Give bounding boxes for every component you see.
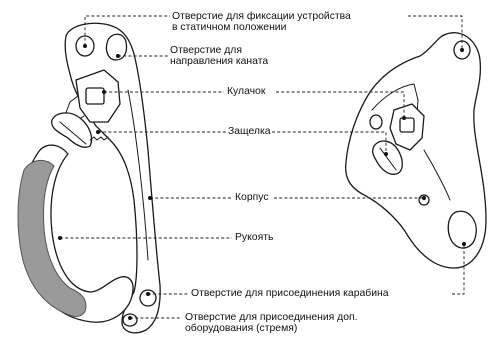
carabiner-hole-label: Отверстие для присоединения карабина	[191, 288, 389, 299]
right-carabiner-hole	[448, 211, 476, 248]
extra-hole-label-line1: Отверстие для присоединения доп.	[185, 312, 358, 323]
extra-hole-label-line2: оборудования (стремя)	[185, 323, 297, 334]
fixing-hole-label-line2: в статичном положении	[172, 22, 286, 33]
left-ascender-illustration	[18, 23, 160, 333]
handle-label: Рукоять	[235, 232, 273, 243]
rope-hole-label-line1: Отверстие для	[170, 45, 242, 56]
latch-label: Защелка	[228, 126, 271, 137]
rope-hole-label-line2: направления каната	[170, 56, 268, 67]
fixing-hole-label-line1: Отверстие для фиксации устройства	[172, 11, 351, 22]
cam-label: Кулачок	[227, 86, 265, 97]
body-label: Корпус	[235, 192, 269, 203]
left-latch	[52, 113, 92, 147]
right-ascender-illustration	[346, 33, 486, 268]
